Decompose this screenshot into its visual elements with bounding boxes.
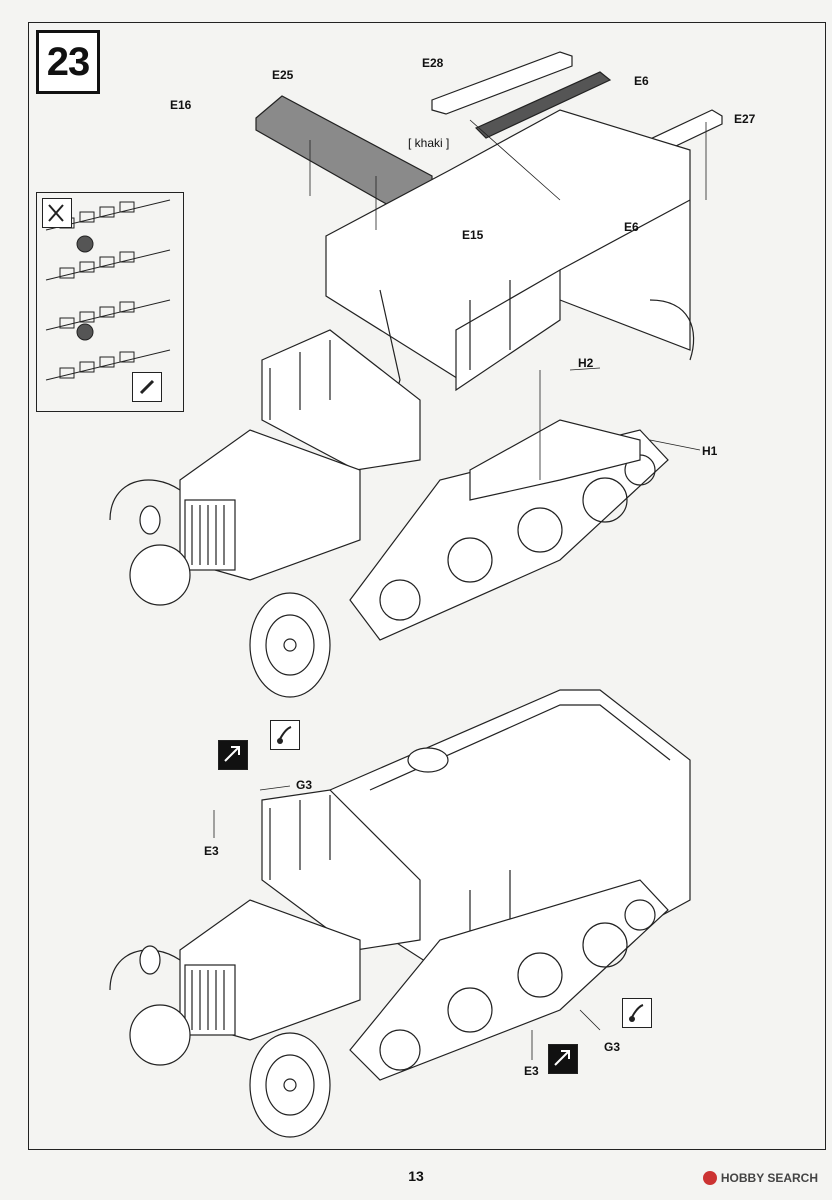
watermark-text: HOBBY SEARCH (720, 1171, 818, 1185)
label-e28: E28 (422, 56, 444, 70)
lower-windshield (261, 789, 421, 951)
reverse-side-icon (218, 740, 248, 770)
part-e28 (431, 51, 573, 115)
cement-icon (270, 720, 300, 750)
label-e6-mid: E6 (624, 220, 639, 234)
step-number: 23 (36, 30, 100, 94)
reverse-side-icon-lower (548, 1044, 578, 1074)
label-e25: E25 (272, 68, 294, 82)
file-tool-icon (132, 372, 162, 402)
watermark-logo-icon (702, 1171, 717, 1185)
rear-tub (325, 109, 691, 381)
label-e6-top: E6 (634, 74, 649, 88)
part-e6-top (474, 71, 612, 139)
cutter-icon (42, 198, 72, 228)
upper-windshield (261, 329, 421, 471)
label-e27: E27 (734, 112, 756, 126)
label-khaki: [ khaki ] (408, 136, 450, 150)
label-e16: E16 (170, 98, 192, 112)
label-h2: H2 (578, 356, 594, 370)
label-e15: E15 (462, 228, 484, 242)
label-h1: H1 (702, 444, 718, 458)
watermark: HOBBY SEARCH (702, 1171, 818, 1185)
page-frame (28, 22, 826, 1150)
label-e3-upper: E3 (204, 844, 219, 858)
track-inset-panel (36, 192, 184, 412)
label-g3-upper: G3 (296, 778, 313, 792)
page-number: 13 (408, 1168, 424, 1184)
label-e3-lower: E3 (524, 1064, 539, 1078)
label-g3-lower: G3 (604, 1040, 621, 1054)
upper-track (349, 429, 669, 641)
cement-icon-lower (622, 998, 652, 1028)
part-h1 (469, 419, 641, 501)
